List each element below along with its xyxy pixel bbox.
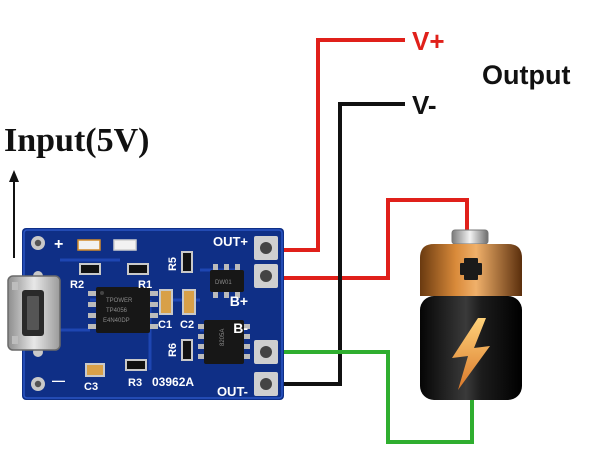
label-r6: R6 [167, 343, 179, 357]
wire-vminus [270, 102, 405, 386]
pin-label-out-minus: OUT- [217, 384, 248, 399]
dw01-text: DW01 [215, 280, 232, 286]
label-c2: C2 [180, 319, 194, 331]
lightning-icon [452, 318, 490, 390]
charger-ic [88, 287, 158, 333]
vplus-label: V+ [412, 26, 445, 56]
vminus-label: V- [412, 90, 437, 120]
label-c1: C1 [158, 319, 172, 331]
pin-label-out-plus: OUT+ [213, 234, 248, 249]
label-board-code: 03962A [152, 375, 194, 389]
label-r3: R3 [128, 377, 142, 389]
label-r2: R2 [70, 279, 84, 291]
mosfet-ic [198, 320, 250, 364]
wires [270, 38, 474, 444]
mosfet-text: 8205A [220, 329, 226, 346]
chip-text-3: E4N40DP [103, 318, 130, 324]
pin-label-b-minus: B- [233, 320, 248, 336]
plus-mark: + [54, 236, 63, 253]
pin-label-b-plus: B+ [230, 293, 248, 309]
input-label: Input(5V) [4, 122, 150, 159]
chip-text-2: TP4056 [106, 308, 128, 314]
battery-icon [420, 229, 522, 400]
wire-b-plus [270, 198, 469, 280]
label-c3: C3 [84, 381, 98, 393]
arrow-up-icon [9, 170, 19, 258]
label-r1: R1 [138, 279, 152, 291]
pcb-board: OUT+ B+ B- OUT- + — R2 R1 R5 R6 R3 C1 C2… [7, 228, 284, 400]
protection-ic [210, 264, 244, 298]
micro-usb-icon [7, 275, 61, 351]
chip-text-1: TPOWER [106, 298, 133, 304]
minus-mark: — [52, 373, 65, 388]
wire-b-minus [270, 350, 474, 444]
output-label: Output [482, 60, 571, 90]
label-r5: R5 [167, 257, 179, 271]
wire-vplus [270, 38, 405, 252]
right-pins [254, 236, 278, 396]
